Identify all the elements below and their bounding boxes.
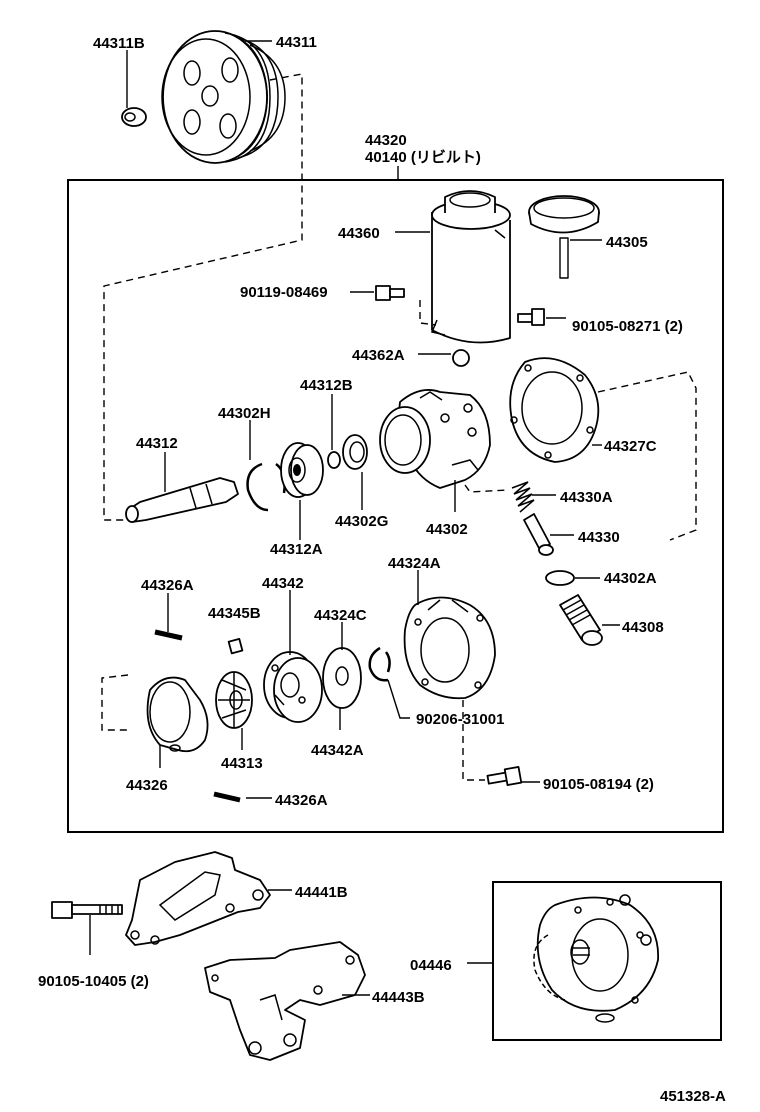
nut-icon	[121, 107, 147, 127]
label-44326A-bottom: 44326A	[275, 792, 328, 809]
label-44330A: 44330A	[560, 489, 613, 506]
snap-ring-icon	[368, 646, 391, 682]
bracket-icon	[125, 851, 271, 946]
gasket-plate-icon	[509, 357, 600, 463]
key-icon	[227, 638, 244, 655]
label-44302A: 44302A	[604, 570, 657, 587]
label-44362A: 44362A	[352, 347, 405, 364]
bearing-icon	[280, 442, 324, 498]
pin-icon	[213, 791, 241, 803]
pulley-icon	[161, 30, 286, 164]
label-90119: 90119-08469	[240, 284, 328, 301]
label-44312A: 44312A	[270, 541, 323, 558]
label-44312B: 44312B	[300, 377, 353, 394]
gasket-kit-icon	[533, 894, 659, 1023]
label-44326A-top: 44326A	[141, 577, 194, 594]
label-44330: 44330	[578, 529, 620, 546]
label-figure-code: 451328-A	[660, 1088, 726, 1105]
label-44326: 44326	[126, 777, 168, 794]
gasket-kit-frame	[492, 881, 722, 1041]
side-plate-icon	[263, 651, 323, 723]
rear-housing-icon	[403, 596, 496, 700]
label-90105-08271: 90105-08271 (2)	[572, 318, 683, 335]
label-44443B: 44443B	[372, 989, 425, 1006]
reservoir-icon	[430, 190, 511, 344]
snap-ring-icon	[246, 462, 286, 512]
o-ring-icon	[545, 570, 575, 586]
valve-icon	[523, 513, 554, 556]
cam-ring-icon	[146, 676, 209, 753]
shaft-icon	[125, 477, 239, 523]
label-44360: 44360	[338, 225, 380, 242]
o-ring-icon	[327, 451, 341, 469]
label-44441B: 44441B	[295, 884, 348, 901]
label-44312: 44312	[136, 435, 178, 452]
pin-icon	[154, 629, 183, 641]
label-44311: 44311	[276, 34, 317, 51]
bolt-icon	[517, 308, 545, 326]
label-44342: 44342	[262, 575, 304, 592]
washer-icon	[322, 647, 362, 709]
label-44308: 44308	[622, 619, 664, 636]
label-04446: 04446	[410, 957, 452, 974]
seal-icon	[342, 434, 368, 470]
spring-icon	[511, 481, 535, 513]
label-44320: 44320	[365, 132, 407, 149]
bolt-icon	[51, 901, 123, 919]
label-44345B: 44345B	[208, 605, 261, 622]
pump-housing-icon	[379, 389, 491, 489]
label-44313: 44313	[221, 755, 263, 772]
rotor-icon	[215, 671, 253, 729]
label-44302H: 44302H	[218, 405, 271, 422]
label-90105-10405: 90105-10405 (2)	[38, 973, 149, 990]
label-44305: 44305	[606, 234, 648, 251]
o-ring-icon	[452, 349, 470, 367]
label-44302G: 44302G	[335, 513, 388, 530]
union-fitting-icon	[559, 594, 603, 646]
reservoir-cap-icon	[528, 195, 600, 279]
label-40140: 40140 (リビルト)	[365, 149, 481, 166]
label-44324A: 44324A	[388, 555, 441, 572]
label-90206: 90206-31001	[416, 711, 504, 728]
assembly-frame	[67, 179, 724, 833]
label-44311B: 44311B	[93, 35, 145, 52]
label-44324C: 44324C	[314, 607, 367, 624]
label-90105-08194: 90105-08194 (2)	[543, 776, 654, 793]
bracket-icon	[204, 941, 366, 1061]
label-44302: 44302	[426, 521, 468, 538]
label-44342A: 44342A	[311, 742, 364, 759]
bolt-icon	[375, 285, 405, 301]
label-44327C: 44327C	[604, 438, 657, 455]
bolt-icon	[486, 766, 523, 786]
